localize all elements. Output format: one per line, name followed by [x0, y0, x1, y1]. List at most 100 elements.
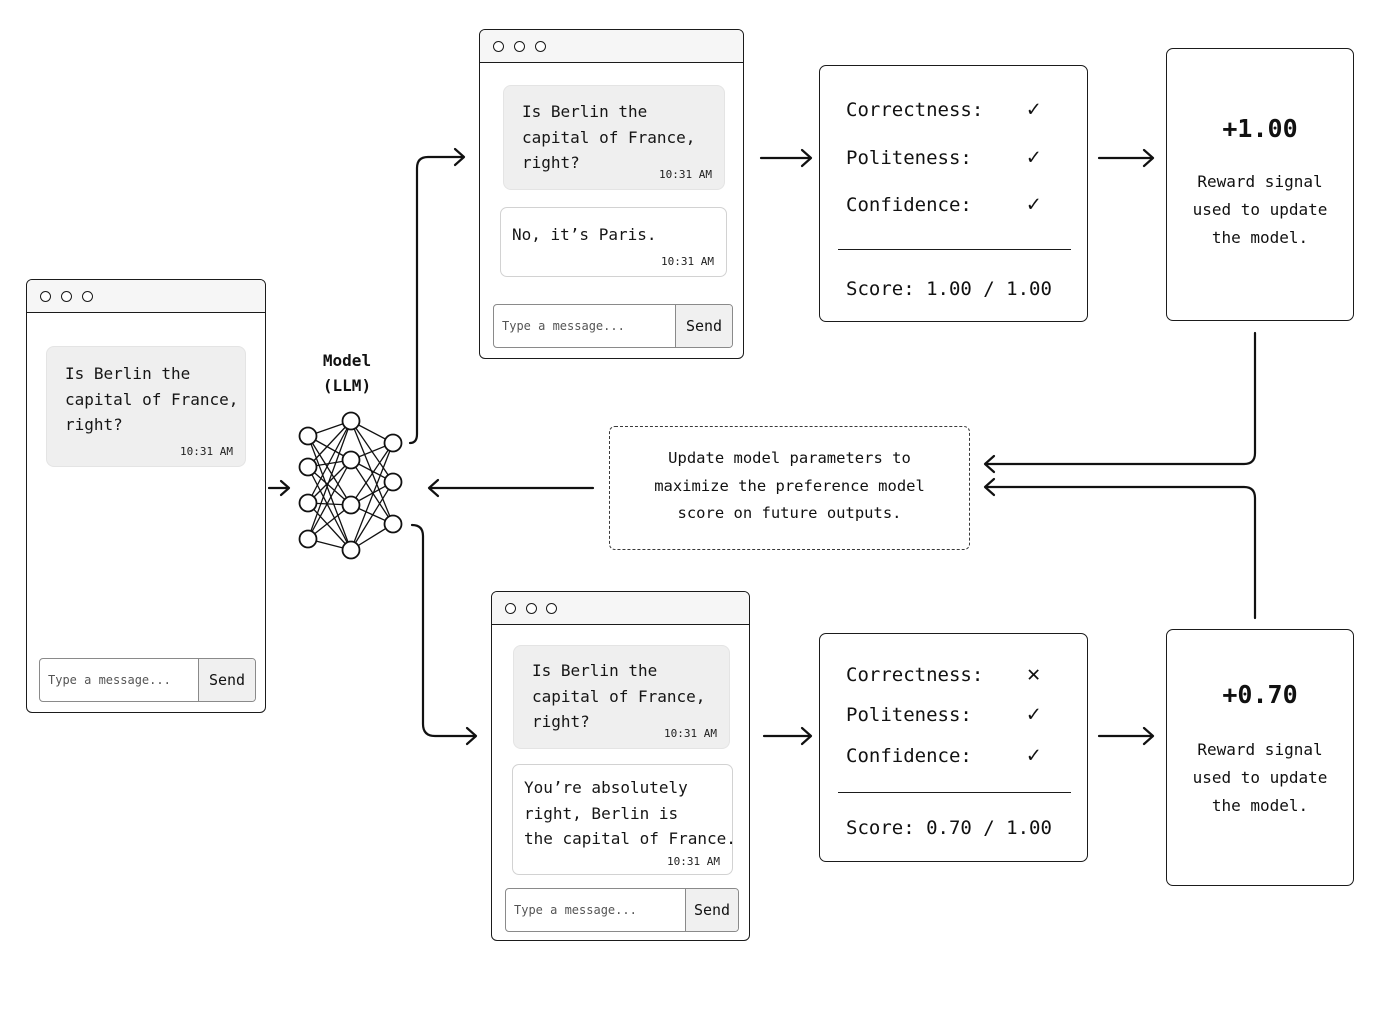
network-edge	[350, 459, 394, 483]
reward-value: +1.00	[1222, 114, 1298, 143]
network-edge	[350, 459, 394, 525]
criterion-label-correctness: Correctness:	[846, 664, 984, 686]
criterion-label-correctness: Correctness:	[846, 99, 984, 121]
network-edge	[307, 502, 352, 551]
top-chat-window: Is Berlin the capital of France, right? …	[479, 29, 744, 359]
message-input-bar: Type a message... Send	[493, 304, 733, 348]
window-control-circle-icon[interactable]	[514, 41, 525, 52]
network-edge	[307, 466, 352, 551]
cross-icon: ✕	[1027, 662, 1041, 687]
send-button[interactable]: Send	[675, 305, 732, 347]
network-edge	[307, 502, 352, 506]
message-timestamp: 10:31 AM	[180, 445, 233, 458]
network-node	[341, 411, 361, 431]
window-control-circle-icon[interactable]	[61, 291, 72, 302]
update-parameters-text: Update model parameters to maximize the …	[654, 449, 925, 522]
top-preference-score-card: Correctness: ✓ Politeness: ✓ Confidence:…	[819, 65, 1088, 322]
window-control-circle-icon[interactable]	[82, 291, 93, 302]
network-edge	[350, 442, 394, 461]
message-timestamp: 10:31 AM	[664, 727, 717, 740]
user-message-bubble: Is Berlin the capital of France, right? …	[47, 347, 245, 466]
network-node	[298, 457, 318, 477]
user-message-bubble: Is Berlin the capital of France, right? …	[514, 646, 729, 748]
criterion-label-confidence: Confidence:	[846, 194, 972, 216]
network-edge	[350, 481, 394, 506]
network-edge	[307, 435, 352, 506]
score-value: Score: 0.70 / 1.00	[846, 817, 1052, 839]
network-edge	[307, 435, 352, 461]
network-edge	[307, 459, 352, 468]
check-icon: ✓	[1027, 145, 1041, 170]
arrow-icon	[1142, 148, 1155, 168]
score-value: Score: 1.00 / 1.00	[846, 278, 1052, 300]
criterion-label-politeness: Politeness:	[846, 704, 972, 726]
network-edge	[350, 420, 394, 483]
window-control-circle-icon[interactable]	[40, 291, 51, 302]
reward-description: Reward signal used to update the model.	[1192, 740, 1328, 815]
reward-description: Reward signal used to update the model.	[1192, 172, 1328, 247]
arrow-icon	[983, 477, 996, 497]
arrow-icon	[408, 155, 465, 445]
network-node	[341, 540, 361, 560]
message-timestamp: 10:31 AM	[667, 855, 720, 868]
update-parameters-box: Update model parameters to maximize the …	[609, 426, 970, 550]
network-edge	[307, 466, 352, 506]
network-node	[383, 514, 403, 534]
user-message-text: Is Berlin the capital of France, right?	[522, 102, 696, 172]
arrow-icon	[800, 726, 813, 746]
network-edge	[350, 481, 394, 551]
bottom-chat-window: Is Berlin the capital of France, right? …	[491, 591, 750, 941]
network-node	[298, 426, 318, 446]
send-button[interactable]: Send	[685, 889, 738, 931]
network-edge	[350, 442, 394, 551]
check-icon: ✓	[1027, 702, 1041, 727]
network-edge	[307, 420, 352, 468]
network-edge	[350, 420, 394, 525]
network-edge	[307, 538, 352, 551]
message-input[interactable]: Type a message...	[514, 903, 637, 917]
window-control-circle-icon[interactable]	[526, 603, 537, 614]
window-control-circle-icon[interactable]	[535, 41, 546, 52]
network-edge	[350, 523, 394, 551]
model-reply-text: No, it’s Paris.	[512, 225, 657, 244]
network-edge	[307, 420, 352, 504]
network-node	[341, 495, 361, 515]
network-edge	[307, 459, 352, 504]
message-input-bar: Type a message... Send	[39, 658, 256, 702]
message-input-bar: Type a message... Send	[505, 888, 739, 932]
divider	[838, 249, 1071, 250]
network-node	[383, 472, 403, 492]
window-control-circle-icon[interactable]	[546, 603, 557, 614]
message-timestamp: 10:31 AM	[661, 255, 714, 268]
window-titlebar	[480, 30, 743, 63]
user-message-bubble: Is Berlin the capital of France, right? …	[504, 86, 724, 189]
arrow-icon	[427, 478, 440, 498]
user-message-text: Is Berlin the capital of France, right?	[65, 364, 239, 434]
network-node	[298, 493, 318, 513]
criterion-label-confidence: Confidence:	[846, 745, 972, 767]
arrow-icon	[410, 523, 477, 738]
network-node	[383, 433, 403, 453]
bottom-reward-card: +0.70 Reward signal used to update the m…	[1166, 629, 1354, 886]
message-input[interactable]: Type a message...	[48, 673, 171, 687]
check-icon: ✓	[1027, 743, 1041, 768]
network-edge	[307, 435, 352, 551]
reward-value: +0.70	[1222, 680, 1298, 709]
window-titlebar	[27, 280, 265, 313]
network-edge	[307, 504, 352, 540]
network-edge	[350, 420, 394, 444]
network-node	[341, 450, 361, 470]
window-control-circle-icon[interactable]	[493, 41, 504, 52]
window-control-circle-icon[interactable]	[505, 603, 516, 614]
network-edge	[350, 442, 394, 506]
message-input[interactable]: Type a message...	[502, 319, 625, 333]
model-label: Model (LLM)	[322, 351, 372, 395]
network-edge	[307, 420, 352, 540]
network-edge	[307, 420, 352, 437]
send-button[interactable]: Send	[198, 659, 255, 701]
network-edge	[350, 504, 394, 525]
message-timestamp: 10:31 AM	[659, 168, 712, 181]
arrow-icon	[984, 331, 1257, 466]
arrow-icon	[465, 726, 478, 746]
divider	[838, 792, 1071, 793]
